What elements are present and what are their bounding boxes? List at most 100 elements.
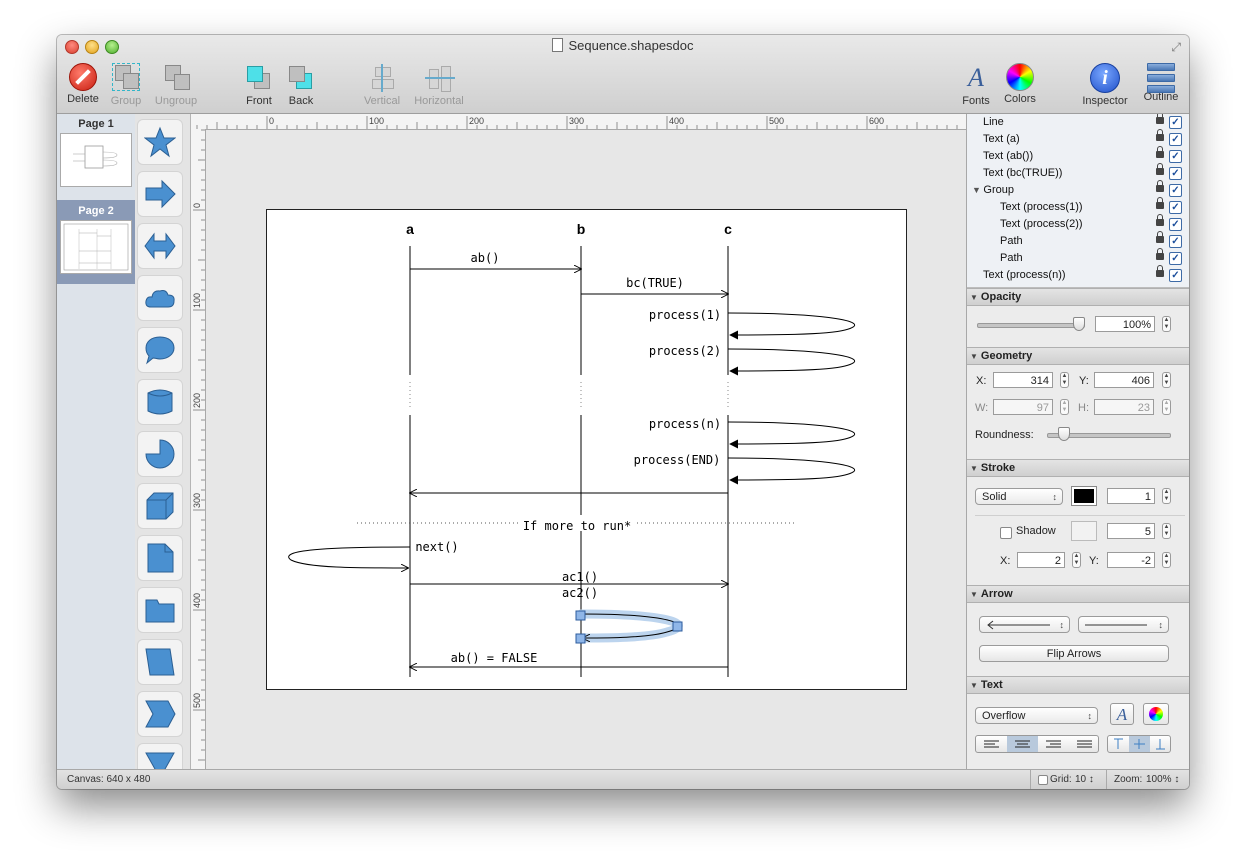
shape-cube[interactable] bbox=[138, 484, 182, 528]
visibility-checkbox[interactable]: ✓ bbox=[1169, 252, 1182, 265]
label-process-2[interactable]: process(2) bbox=[649, 344, 721, 358]
shape-document[interactable] bbox=[138, 536, 182, 580]
shape-star[interactable] bbox=[138, 120, 182, 164]
shadow-y-stepper[interactable]: ▲▼ bbox=[1162, 552, 1171, 568]
lock-icon[interactable] bbox=[1156, 248, 1164, 260]
geometry-width-field[interactable]: 97 bbox=[993, 399, 1053, 415]
align-right-button[interactable] bbox=[1038, 736, 1069, 752]
lock-icon[interactable] bbox=[1156, 197, 1164, 209]
align-justify-button[interactable] bbox=[1069, 736, 1098, 752]
shadow-blur-stepper[interactable]: ▲▼ bbox=[1162, 523, 1171, 539]
text-color-button[interactable] bbox=[1143, 703, 1169, 725]
visibility-checkbox[interactable]: ✓ bbox=[1169, 201, 1182, 214]
outline-row[interactable]: Text (process(1))✓ bbox=[967, 197, 1189, 216]
send-to-back-button[interactable]: Back bbox=[284, 63, 318, 107]
bring-to-front-button[interactable]: Front bbox=[242, 63, 276, 107]
shape-triangle[interactable] bbox=[138, 744, 182, 769]
text-font-button[interactable]: A bbox=[1110, 703, 1134, 725]
outline-button[interactable]: Outline bbox=[1140, 63, 1182, 103]
label-ac2[interactable]: ac2() bbox=[562, 586, 598, 600]
arrow-start-popup[interactable] bbox=[979, 616, 1070, 634]
page-item-1[interactable]: Page 1 bbox=[57, 114, 135, 200]
geometry-height-stepper[interactable]: ▲▼ bbox=[1162, 399, 1171, 415]
label-ac1[interactable]: ac1() bbox=[562, 570, 598, 584]
text-section-header[interactable]: ▼Text bbox=[967, 676, 1189, 694]
stroke-width-field[interactable]: 1 bbox=[1107, 488, 1155, 504]
lock-icon[interactable] bbox=[1156, 114, 1164, 124]
inspector-button[interactable]: i Inspector bbox=[1079, 63, 1131, 107]
shape-cloud[interactable] bbox=[138, 276, 182, 320]
align-left-button[interactable] bbox=[976, 736, 1007, 752]
visibility-checkbox[interactable]: ✓ bbox=[1169, 269, 1182, 282]
label-loop[interactable]: If more to run* bbox=[523, 519, 631, 533]
outline-row[interactable]: Text (bc(TRUE))✓ bbox=[967, 163, 1189, 182]
outline-row[interactable]: Text (process(2))✓ bbox=[967, 214, 1189, 233]
geometry-y-stepper[interactable]: ▲▼ bbox=[1162, 372, 1171, 388]
lock-icon[interactable] bbox=[1156, 146, 1164, 158]
selection-handle[interactable] bbox=[672, 621, 683, 632]
participant-c[interactable]: c bbox=[724, 221, 732, 237]
lock-icon[interactable] bbox=[1156, 129, 1164, 141]
geometry-x-field[interactable]: 314 bbox=[993, 372, 1053, 388]
zoom-window-button[interactable] bbox=[105, 40, 119, 54]
opacity-field[interactable]: 100% bbox=[1095, 316, 1155, 332]
selected-path[interactable] bbox=[575, 609, 683, 644]
close-window-button[interactable] bbox=[65, 40, 79, 54]
geometry-y-field[interactable]: 406 bbox=[1094, 372, 1154, 388]
valign-top-button[interactable] bbox=[1108, 736, 1129, 752]
geometry-height-field[interactable]: 23 bbox=[1094, 399, 1154, 415]
valign-bottom-button[interactable] bbox=[1150, 736, 1170, 752]
grid-size-popup[interactable]: 10 ↕ bbox=[1075, 774, 1094, 785]
visibility-checkbox[interactable]: ✓ bbox=[1169, 133, 1182, 146]
shadow-checkbox[interactable] bbox=[1000, 527, 1012, 539]
shape-cylinder[interactable] bbox=[138, 380, 182, 424]
roundness-slider-knob[interactable] bbox=[1058, 427, 1070, 441]
label-ab[interactable]: ab() bbox=[471, 251, 500, 265]
valign-middle-button[interactable] bbox=[1129, 736, 1150, 752]
selection-handle[interactable] bbox=[575, 610, 586, 621]
participant-b[interactable]: b bbox=[577, 221, 586, 237]
grid-checkbox[interactable] bbox=[1038, 775, 1048, 785]
lock-icon[interactable] bbox=[1156, 214, 1164, 226]
opacity-slider-knob[interactable] bbox=[1073, 317, 1085, 331]
canvas-page[interactable]: a b c bbox=[266, 209, 907, 690]
text-overflow-popup[interactable]: Overflow bbox=[975, 707, 1098, 725]
label-process-1[interactable]: process(1) bbox=[649, 308, 721, 322]
selection-handle[interactable] bbox=[575, 633, 586, 644]
label-next[interactable]: next() bbox=[415, 540, 458, 554]
colors-button[interactable]: Colors bbox=[1000, 63, 1040, 105]
self-call-next[interactable] bbox=[288, 546, 411, 568]
shadow-y-field[interactable]: -2 bbox=[1107, 552, 1155, 568]
roundness-slider-track[interactable] bbox=[1047, 433, 1171, 438]
align-horizontal-button[interactable]: Horizontal bbox=[410, 63, 468, 107]
opacity-stepper[interactable]: ▲▼ bbox=[1162, 316, 1171, 332]
visibility-checkbox[interactable]: ✓ bbox=[1169, 235, 1182, 248]
lock-icon[interactable] bbox=[1156, 265, 1164, 277]
lock-icon[interactable] bbox=[1156, 163, 1164, 175]
shape-arrow[interactable] bbox=[138, 172, 182, 216]
lock-icon[interactable] bbox=[1156, 231, 1164, 243]
visibility-checkbox[interactable]: ✓ bbox=[1169, 167, 1182, 180]
shadow-blur-field[interactable]: 5 bbox=[1107, 523, 1155, 539]
shadow-color-well[interactable] bbox=[1071, 521, 1097, 541]
shape-folder[interactable] bbox=[138, 588, 182, 632]
flip-arrows-button[interactable]: Flip Arrows bbox=[979, 645, 1169, 662]
opacity-section-header[interactable]: ▼Opacity bbox=[967, 288, 1189, 306]
arrow-section-header[interactable]: ▼Arrow bbox=[967, 585, 1189, 603]
disclosure-triangle-icon[interactable]: ▼ bbox=[972, 185, 984, 195]
minimize-window-button[interactable] bbox=[85, 40, 99, 54]
stroke-style-popup[interactable]: Solid bbox=[975, 488, 1063, 506]
geometry-x-stepper[interactable]: ▲▼ bbox=[1060, 372, 1069, 388]
visibility-checkbox[interactable]: ✓ bbox=[1169, 218, 1182, 231]
geometry-width-stepper[interactable]: ▲▼ bbox=[1060, 399, 1069, 415]
align-vertical-button[interactable]: Vertical bbox=[360, 63, 404, 107]
outline-row[interactable]: Text (a)✓ bbox=[967, 129, 1189, 148]
lock-icon[interactable] bbox=[1156, 180, 1164, 192]
stroke-section-header[interactable]: ▼Stroke bbox=[967, 459, 1189, 477]
page-item-2[interactable]: Page 2 bbox=[57, 200, 135, 284]
outline-row[interactable]: Text (process(n))✓ bbox=[967, 265, 1189, 284]
participant-a[interactable]: a bbox=[406, 221, 414, 237]
geometry-section-header[interactable]: ▼Geometry bbox=[967, 347, 1189, 365]
group-button[interactable]: Group bbox=[107, 63, 145, 107]
